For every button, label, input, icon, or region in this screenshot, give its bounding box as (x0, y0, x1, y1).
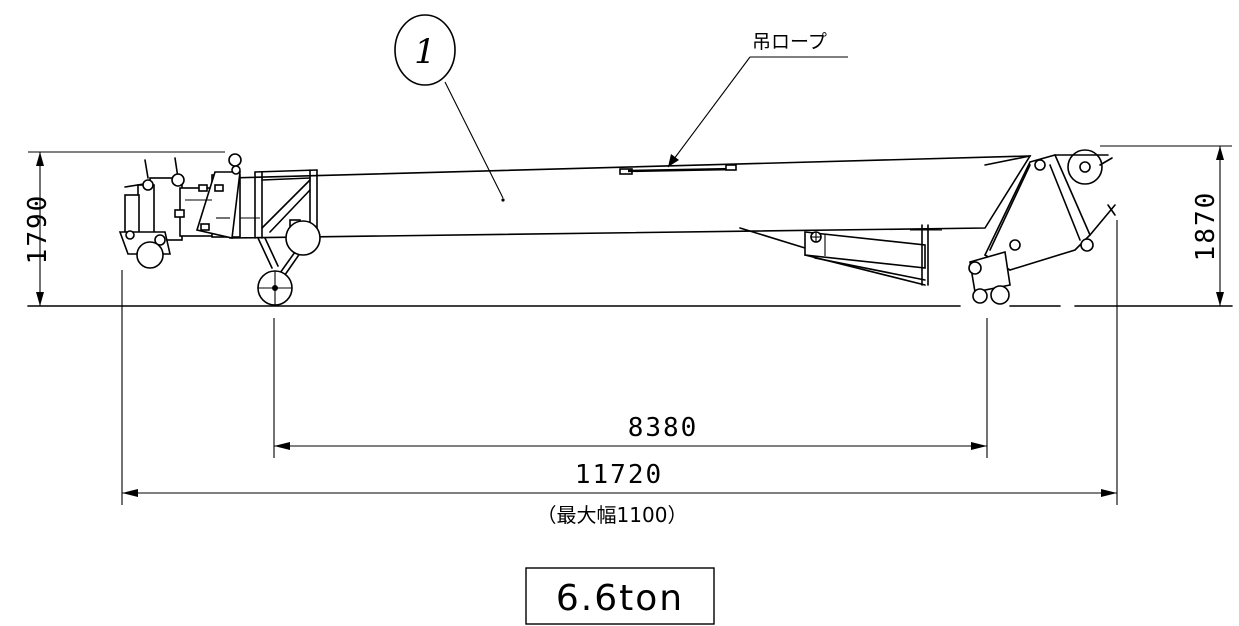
right-height-value: 1870 (1191, 191, 1221, 262)
left-height-value: 1790 (23, 194, 53, 265)
rope-label: 吊ロープ (752, 31, 827, 53)
wheelbase-value: 8380 (628, 413, 699, 443)
rope-leader: 吊ロープ (667, 31, 848, 168)
overall-length-value: 11720 (575, 460, 663, 490)
hydraulic-cylinder (739, 224, 942, 286)
gooseneck-assembly (968, 149, 1116, 305)
wheelbase-dimension: 8380 (273, 318, 988, 458)
overall-length-dimension: 11720 （最大幅1100） (121, 220, 1118, 527)
part-number: 1 (414, 32, 436, 72)
boom-base-assembly (118, 153, 242, 269)
left-height-dimension: 1790 (23, 151, 225, 306)
boom-center-point (501, 198, 505, 202)
weight-value: 6.6ton (556, 578, 684, 619)
weight-box: 6.6ton (525, 567, 715, 625)
right-height-dimension: 1870 (1100, 145, 1232, 306)
max-width-note: （最大幅1100） (537, 503, 688, 527)
boom-body (229, 155, 1032, 239)
part-balloon: 1 (394, 14, 504, 199)
front-dolly (254, 169, 321, 306)
